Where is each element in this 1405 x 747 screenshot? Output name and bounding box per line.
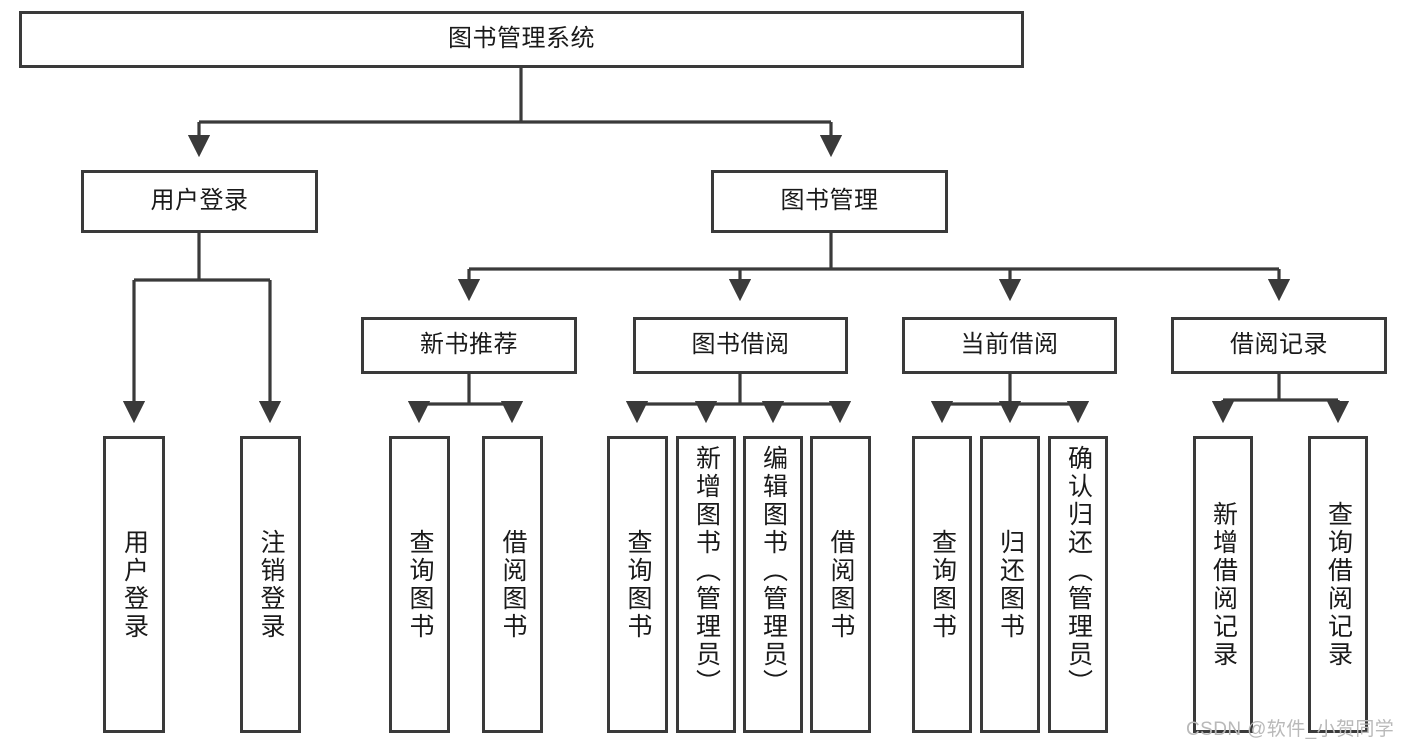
node-book-manage[interactable]: 图书管理 xyxy=(711,170,948,233)
node-leaf-query-book-2[interactable]: 查询图书 xyxy=(607,436,668,733)
node-leaf-edit-book-label: 编辑图书（管理员） xyxy=(759,445,788,697)
node-current-borrow-label: 当前借阅 xyxy=(960,331,1059,359)
node-leaf-return-book-label: 归还图书 xyxy=(996,528,1025,641)
node-leaf-borrow-book-2-label: 借阅图书 xyxy=(827,528,855,641)
node-leaf-borrow-book-1-label: 借阅图书 xyxy=(499,528,527,641)
node-leaf-query-book-1-label: 查询图书 xyxy=(406,528,434,641)
node-root[interactable]: 图书管理系统 xyxy=(19,11,1024,68)
node-root-label: 图书管理系统 xyxy=(448,25,595,53)
node-leaf-query-book-2-label: 查询图书 xyxy=(624,528,652,641)
node-leaf-return-book[interactable]: 归还图书 xyxy=(980,436,1040,733)
node-leaf-user-login-label: 用户登录 xyxy=(120,528,149,641)
node-borrow-record-label: 借阅记录 xyxy=(1230,331,1328,359)
node-current-borrow[interactable]: 当前借阅 xyxy=(902,317,1117,374)
node-user-login-label: 用户登录 xyxy=(150,187,249,215)
node-book-borrow-label: 图书借阅 xyxy=(691,331,790,359)
node-book-borrow[interactable]: 图书借阅 xyxy=(633,317,848,374)
node-leaf-confirm-return-label: 确认归还（管理员） xyxy=(1064,445,1093,697)
node-leaf-user-logout[interactable]: 注销登录 xyxy=(240,436,301,733)
csdn-watermark: CSDN @软件_小贺同学 xyxy=(1186,719,1395,740)
node-leaf-query-record-label: 查询借阅记录 xyxy=(1324,500,1353,669)
node-leaf-user-logout-label: 注销登录 xyxy=(257,528,285,641)
node-leaf-borrow-book-1[interactable]: 借阅图书 xyxy=(482,436,543,733)
node-leaf-query-record[interactable]: 查询借阅记录 xyxy=(1308,436,1368,733)
node-leaf-edit-book[interactable]: 编辑图书（管理员） xyxy=(743,436,803,733)
node-leaf-confirm-return[interactable]: 确认归还（管理员） xyxy=(1048,436,1108,733)
node-new-book-rec[interactable]: 新书推荐 xyxy=(361,317,577,374)
node-borrow-record[interactable]: 借阅记录 xyxy=(1171,317,1387,374)
node-leaf-borrow-book-2[interactable]: 借阅图书 xyxy=(810,436,871,733)
node-leaf-add-record-label: 新增借阅记录 xyxy=(1209,500,1238,669)
node-leaf-query-book-3-label: 查询图书 xyxy=(928,528,957,641)
node-leaf-query-book-3[interactable]: 查询图书 xyxy=(912,436,972,733)
node-leaf-query-book-1[interactable]: 查询图书 xyxy=(389,436,450,733)
node-leaf-add-book-label: 新增图书（管理员） xyxy=(692,445,721,697)
node-book-manage-label: 图书管理 xyxy=(780,187,879,215)
node-leaf-add-book[interactable]: 新增图书（管理员） xyxy=(676,436,736,733)
node-leaf-add-record[interactable]: 新增借阅记录 xyxy=(1193,436,1253,733)
node-user-login[interactable]: 用户登录 xyxy=(81,170,318,233)
node-new-book-rec-label: 新书推荐 xyxy=(420,331,518,359)
node-leaf-user-login[interactable]: 用户登录 xyxy=(103,436,165,733)
